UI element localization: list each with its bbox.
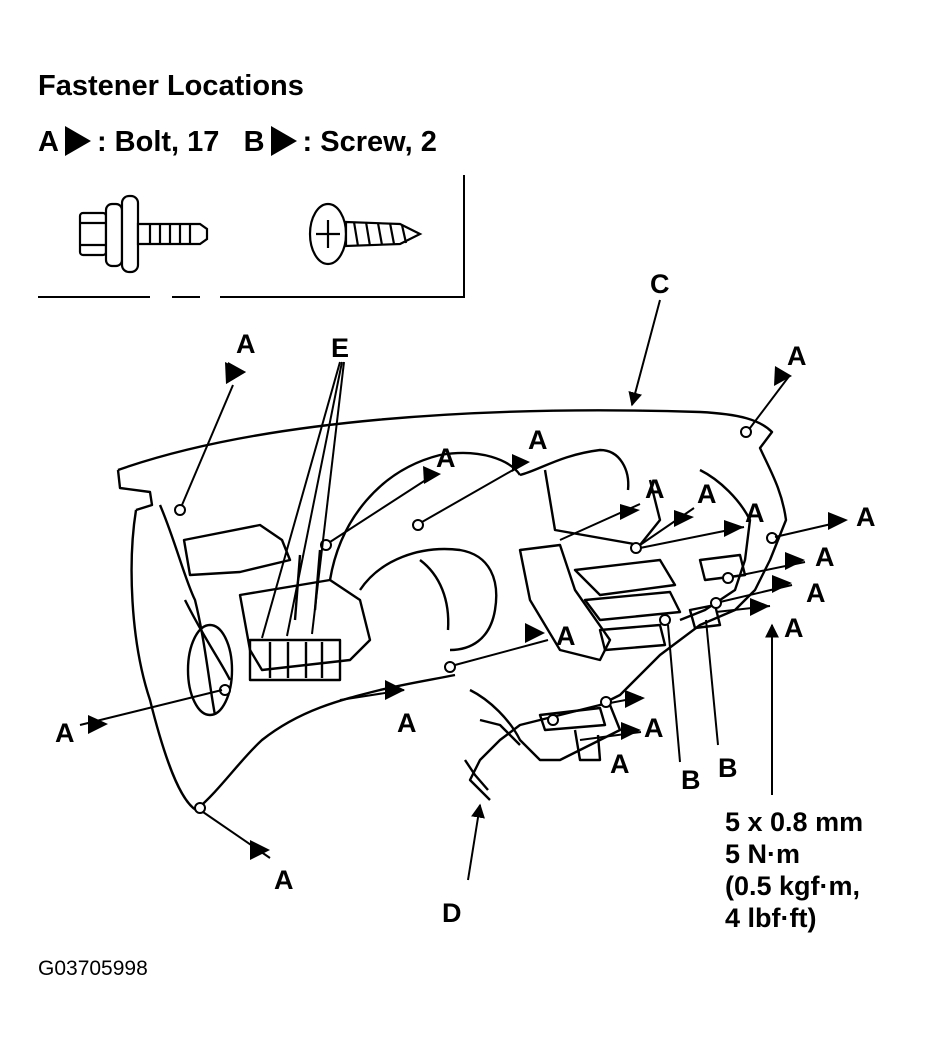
callout-a: A: [697, 479, 717, 509]
callout-a: A: [856, 502, 876, 532]
callout-a: A: [745, 498, 765, 528]
bolt-arrows: [88, 362, 848, 860]
callout-a: A: [815, 542, 835, 572]
bolt-icon: [78, 194, 209, 274]
callout-a: A: [806, 578, 826, 608]
callout-a: A: [556, 621, 576, 651]
callout-a: A: [236, 329, 256, 359]
callout-b: B: [718, 753, 738, 783]
torque-spec: 5 x 0.8 mm 5 N·m (0.5 kgf·m, 4 lbf·ft): [725, 806, 863, 934]
callout-a: A: [645, 474, 665, 504]
spec-torque: 5 N·m: [725, 839, 801, 869]
callout-labels: A E C A A A A A A A A A A A A A A D A A …: [55, 269, 876, 928]
callout-a: A: [784, 613, 804, 643]
callout-a: A: [274, 865, 294, 895]
fuse-block: [248, 638, 342, 682]
spec-size: 5 x 0.8 mm: [725, 807, 864, 837]
callout-d: D: [442, 898, 462, 928]
legend-box-frame: [38, 175, 465, 298]
callout-a: A: [528, 425, 548, 455]
fastener-legend: A : Bolt, 17 B : Screw, 2: [38, 126, 437, 157]
callout-a: A: [397, 708, 417, 738]
callout-e: E: [331, 333, 349, 363]
callout-a: A: [55, 718, 75, 748]
legend-a-letter: A: [38, 126, 59, 158]
callout-c: C: [650, 269, 670, 299]
spec-lbf: 4 lbf·ft): [725, 903, 817, 933]
screw-arrow-icon: [270, 126, 297, 156]
callout-a: A: [644, 713, 664, 743]
spec-kgf: (0.5 kgf·m,: [725, 871, 861, 901]
legend-a-text: : Bolt, 17: [96, 126, 220, 158]
callout-a: A: [610, 749, 630, 779]
figure-code: G03705998: [38, 957, 148, 980]
callout-a: A: [787, 341, 807, 371]
dashboard-outline: [116, 409, 788, 812]
legend-b-letter: B: [243, 126, 265, 158]
callout-b: B: [681, 765, 701, 795]
callout-a: A: [436, 443, 456, 473]
figure-title: Fastener Locations: [38, 70, 304, 102]
fastener-holes: [174, 426, 778, 814]
screw-icon: [308, 202, 423, 266]
legend-b-text: : Screw, 2: [302, 126, 437, 158]
leader-lines: [79, 299, 841, 881]
bolt-arrow-icon: [64, 126, 91, 156]
